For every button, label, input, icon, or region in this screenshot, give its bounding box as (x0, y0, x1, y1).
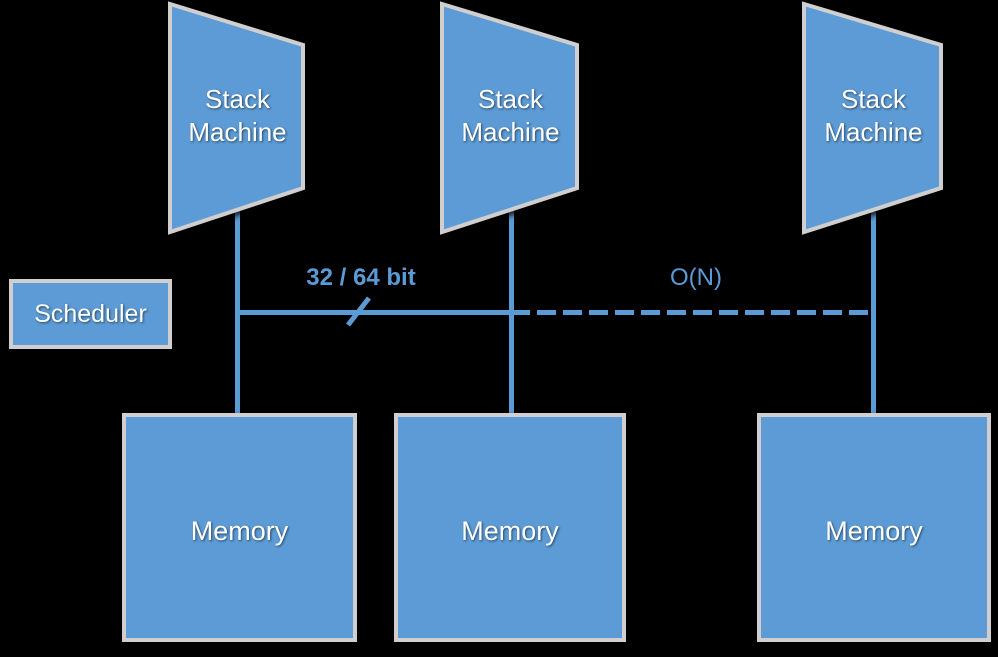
memory-1-shape[interactable] (122, 413, 357, 642)
stack-machine-3-shape[interactable] (802, 1, 943, 235)
scheduler-shape[interactable] (9, 279, 172, 349)
stack-machine-1-shape[interactable] (168, 1, 305, 235)
stack-machine-2-shape[interactable] (440, 1, 579, 235)
bus-width-label: 32 / 64 bit (306, 264, 416, 291)
memory-3-shape[interactable] (757, 413, 991, 642)
memory-2-shape[interactable] (394, 413, 626, 642)
bus-width-tick (346, 296, 371, 327)
complexity-label: O(N) (670, 264, 722, 291)
